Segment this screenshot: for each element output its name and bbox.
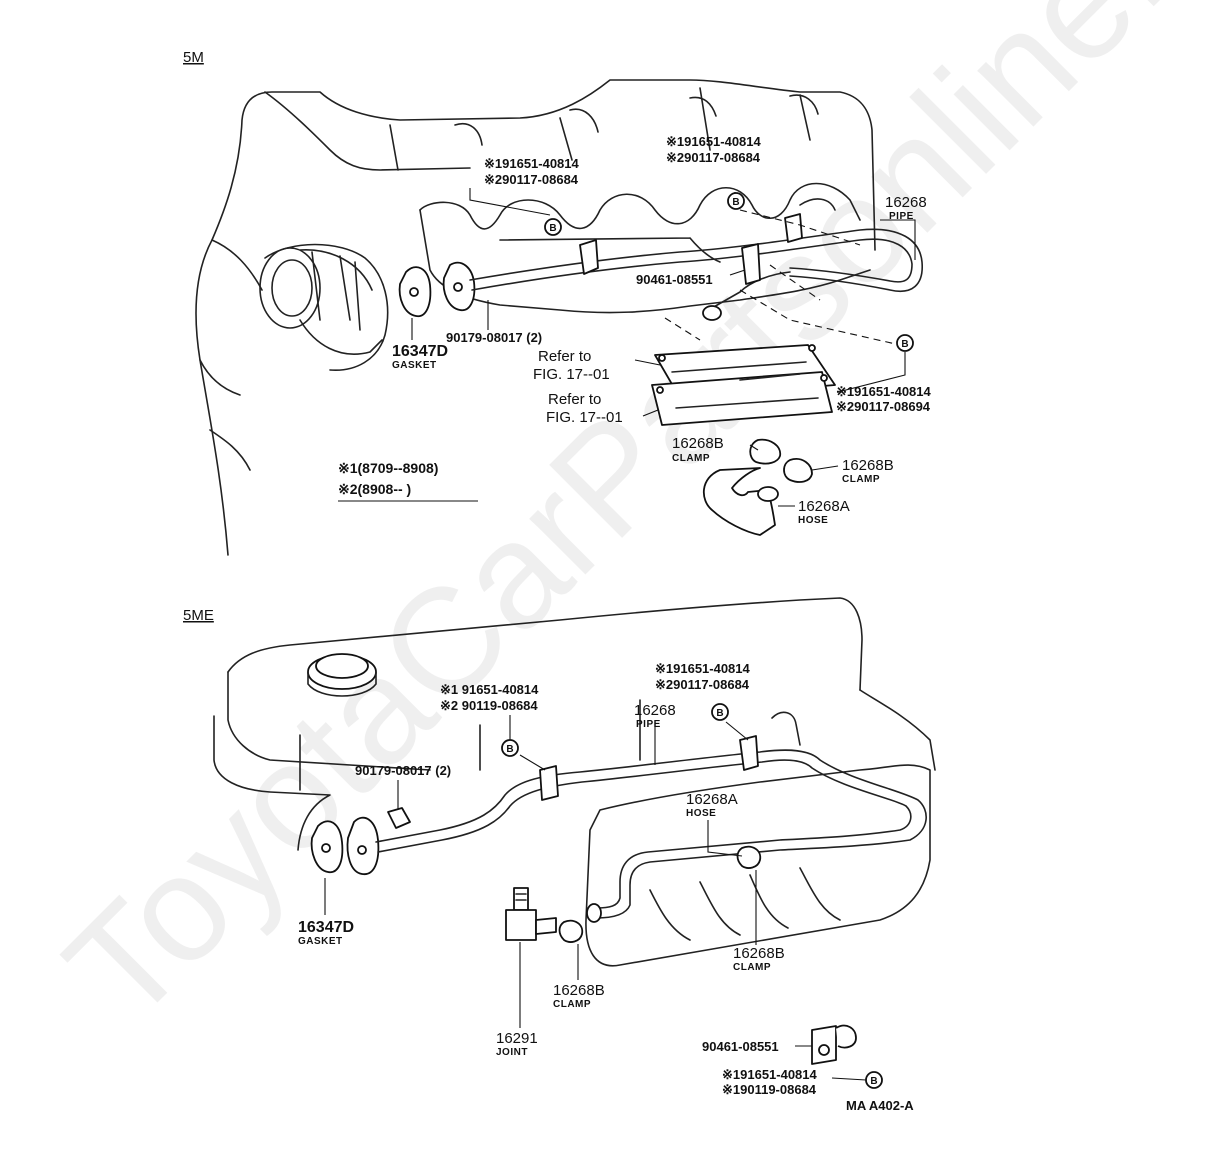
detail-clip-number: 90461-08551	[702, 1039, 779, 1054]
clamp1-part-number: 16268B	[672, 435, 724, 452]
joint-part-number: 16291	[496, 1030, 538, 1047]
section-label-5me: 5ME	[183, 607, 214, 624]
joint-16291	[505, 887, 557, 941]
egr-pipe-5me	[310, 711, 927, 943]
hose-part-number: 16268A	[686, 791, 738, 808]
detail-clip	[811, 1024, 857, 1065]
svg-text:B: B	[870, 1076, 877, 1087]
refer-line2: FIG. 17--01	[533, 366, 610, 383]
svg-text:B: B	[549, 223, 556, 234]
clamp-part-number: 16268B	[733, 945, 785, 962]
hose-5m	[703, 438, 813, 536]
callout-b-line1: ※191651-40814	[655, 661, 751, 676]
clamp-caption: CLAMP	[733, 962, 771, 973]
hose-caption: HOSE	[798, 515, 828, 526]
legend-line1: ※1(8709--8908)	[338, 460, 438, 476]
watermark: ToyotaCarPartsonline.ru	[34, 0, 1216, 1053]
bolt-part-number: 90179-08017 (2)	[446, 330, 542, 345]
gasket-caption: GASKET	[392, 360, 437, 371]
bolt-mark-b: B	[501, 739, 519, 757]
svg-text:B: B	[506, 744, 513, 755]
detail-line1: ※191651-40814	[722, 1067, 818, 1082]
section-label-5m: 5M	[183, 49, 204, 66]
legend-line2: ※2(8908-- )	[338, 481, 411, 497]
hose-part-number: 16268A	[798, 498, 850, 515]
clamp2-part-number: 16268B	[842, 457, 894, 474]
bolt-mark-b: B	[727, 192, 745, 210]
hose-caption: HOSE	[686, 808, 716, 819]
bolt-mark-b: B	[711, 703, 729, 721]
pipe-caption: PIPE	[636, 719, 661, 730]
gasket-part-number: 16347D	[392, 343, 448, 360]
pcv-plate-5m	[651, 344, 836, 426]
callout-b-line1: ※191651-40814	[666, 134, 762, 149]
joint-caption: JOINT	[496, 1047, 528, 1058]
svg-text:B: B	[716, 708, 723, 719]
svg-text:B: B	[732, 197, 739, 208]
pipe-caption: PIPE	[889, 211, 914, 222]
gasket-caption: GASKET	[298, 936, 343, 947]
refer2-line1: Refer to	[548, 391, 601, 408]
refer-line1: Refer to	[538, 348, 591, 365]
callout-b-line2: ※290117-08684	[655, 677, 750, 692]
callout-a-line1: ※1 91651-40814	[440, 682, 539, 697]
detail-line2: ※190119-08684	[722, 1082, 817, 1097]
pipe-part-number: 16268	[885, 194, 927, 211]
callout-a-line2: ※2 90119-08684	[440, 698, 538, 713]
pipe-part-number: 16268	[634, 702, 676, 719]
figure-code: MA A402-A	[846, 1098, 914, 1113]
egr-pipe-5m	[398, 198, 923, 321]
clip-part-number: 90461-08551	[636, 272, 713, 287]
bolt-mark-b: B	[896, 334, 914, 352]
clamp2-caption: CLAMP	[553, 999, 591, 1010]
callout-a-line2: ※290117-08684	[484, 172, 579, 187]
bolt-mark-b: B	[544, 218, 562, 236]
refer2-line2: FIG. 17--01	[546, 409, 623, 426]
engine-5me-outline	[213, 597, 936, 967]
clamp2-part-number: 16268B	[553, 982, 605, 999]
engine-5m-outline	[195, 79, 876, 556]
clamp2-caption: CLAMP	[842, 474, 880, 485]
svg-text:B: B	[901, 339, 908, 350]
callout-b-line2: ※290117-08684	[666, 150, 761, 165]
bolt-mark-b: B	[865, 1071, 883, 1089]
leader-lines-5me	[324, 705, 867, 1081]
callout-a-line1: ※191651-40814	[484, 156, 580, 171]
leader-lines-5m	[411, 188, 916, 507]
callout-c-line2: ※290117-08694	[836, 399, 931, 414]
gasket-part-number: 16347D	[298, 919, 354, 936]
clamp1-caption: CLAMP	[672, 453, 710, 464]
bolt-part-number: 90179-08017 (2)	[355, 763, 451, 778]
callout-c-line1: ※191651-40814	[836, 384, 932, 399]
